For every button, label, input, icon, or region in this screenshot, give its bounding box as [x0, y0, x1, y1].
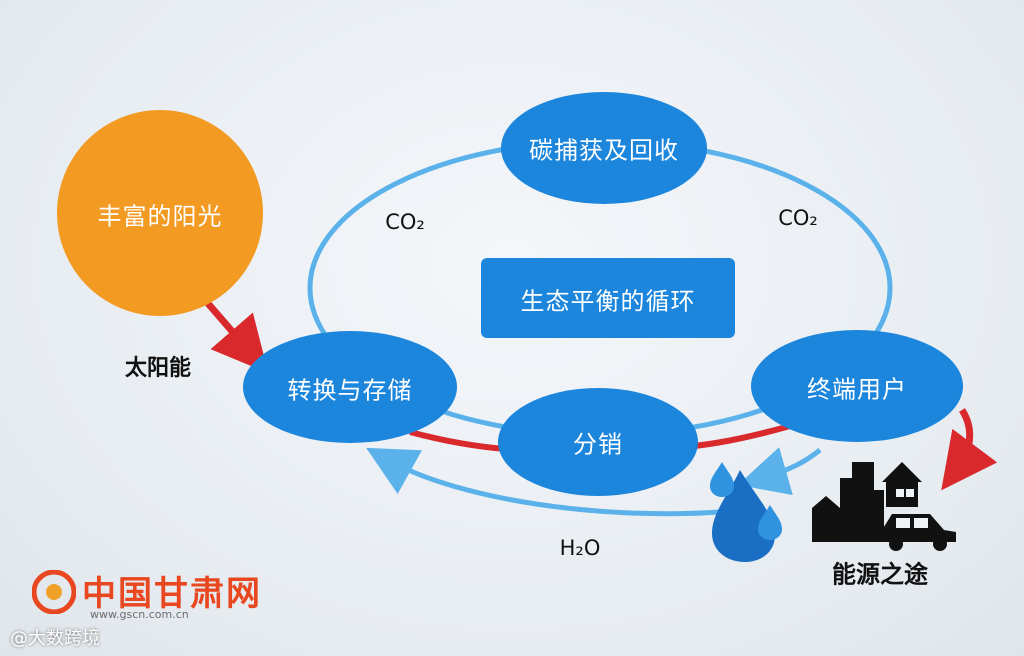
car-icon [882, 514, 956, 551]
water-drops-icon [710, 462, 782, 562]
watermark-logo-icon [32, 570, 76, 614]
distribution-label: 分销 [573, 430, 623, 459]
conversion-node [243, 331, 457, 443]
solar-arrow [202, 297, 269, 374]
carbon-capture-label: 碳捕获及回收 [529, 136, 679, 165]
conversion-label: 转换与存储 [287, 376, 413, 405]
blue-arrow-to-drops [737, 447, 822, 496]
co2-left-label: CO₂ [385, 210, 425, 234]
sunlight-label: 丰富的阳光 [97, 202, 223, 231]
watermark-name: 中国甘肃网 [82, 574, 262, 614]
co2-right-label: CO₂ [778, 206, 818, 230]
end-users-node [751, 330, 963, 442]
city-buildings-icon [812, 462, 884, 542]
center-box [481, 258, 735, 338]
solar-energy-label: 太阳能 [124, 356, 192, 381]
energy-path-label: 能源之途 [832, 560, 928, 589]
end-users-label: 终端用户 [807, 375, 907, 404]
center-label: 生态平衡的循环 [520, 287, 696, 316]
h2o-return-arrow [366, 447, 721, 517]
h2o-label: H₂O [559, 536, 601, 560]
carbon-capture-node [501, 92, 707, 204]
watermark-url: www.gscn.com.cn [90, 608, 189, 621]
distribution-node [498, 388, 698, 496]
house-icon [882, 462, 922, 507]
sunlight-node [57, 110, 263, 316]
watermark-weibo: @大数跨境 [10, 628, 100, 649]
energy-arrow [941, 408, 998, 491]
